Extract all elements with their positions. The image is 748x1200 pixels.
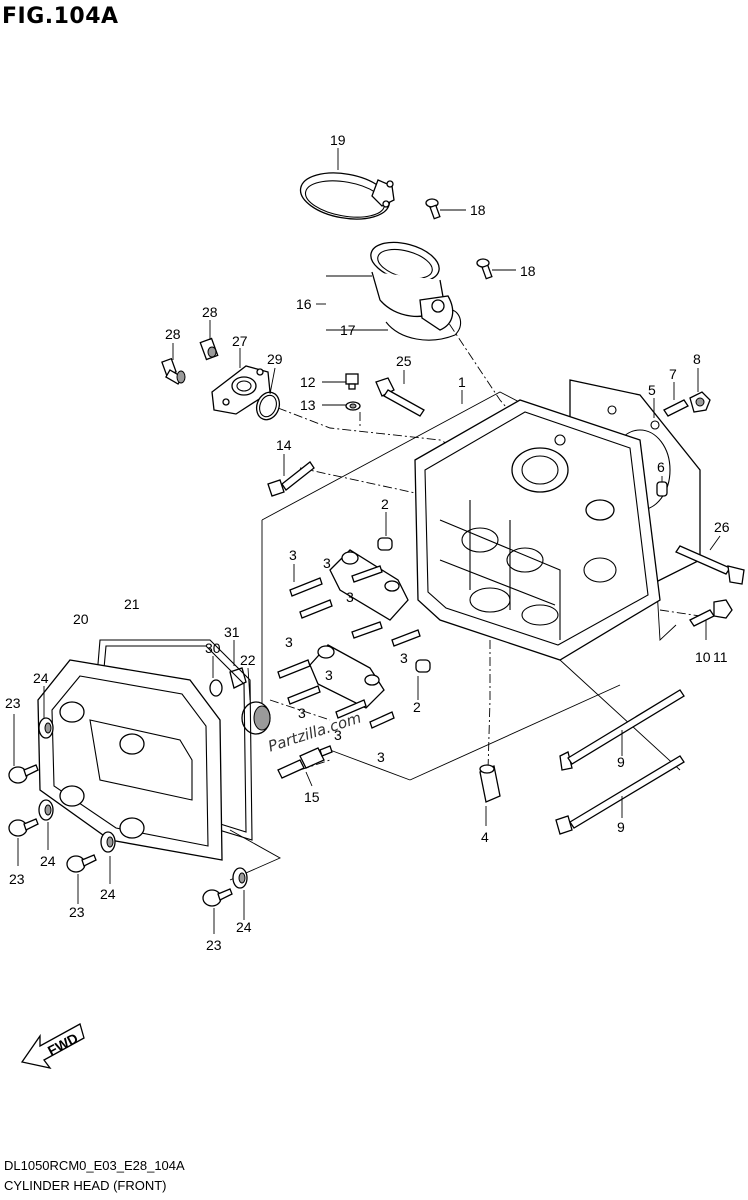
stud-bolt-9-upper [559, 689, 685, 771]
callout-17: 17 [340, 322, 356, 338]
bolt-26 [675, 545, 745, 585]
callout-19: 19 [330, 132, 346, 148]
bolt-23-b [8, 818, 39, 837]
stud-28-left [161, 357, 186, 385]
callout-1: 1 [458, 374, 466, 390]
nut-11 [713, 599, 733, 619]
callout-21: 21 [124, 596, 140, 612]
figure-code: DL1050RCM0_E03_E28_104A [4, 1158, 185, 1173]
callout-15: 15 [304, 789, 320, 805]
callout-9-lower: 9 [617, 819, 625, 835]
bolt-23-d [202, 888, 233, 907]
callout-23-b: 23 [9, 871, 25, 887]
bolt-23-a [8, 764, 39, 784]
watermark-text: Partzilla.com [266, 709, 364, 756]
callout-3-b: 3 [323, 555, 331, 571]
bolt-23-c [66, 854, 97, 873]
callout-30: 30 [205, 640, 221, 656]
spark-plug-15 [277, 745, 333, 779]
callout-3-g: 3 [298, 705, 306, 721]
callout-26: 26 [714, 519, 730, 535]
callout-6: 6 [657, 459, 665, 475]
callout-22: 22 [240, 652, 256, 668]
head-cover-20 [37, 659, 223, 861]
callout-23-c: 23 [69, 904, 85, 920]
callout-3-a: 3 [289, 547, 297, 563]
leader-lines [13, 148, 721, 934]
dowel-2-upper [377, 537, 393, 551]
grommet-24-d [232, 867, 248, 889]
cam-holder-lower [309, 644, 385, 709]
grommet-24-a [38, 717, 54, 739]
figure-title: FIG.104A [2, 4, 119, 29]
washer-30 [209, 679, 223, 697]
callout-labels: 19 18 18 16 17 28 28 27 29 25 12 13 1 5 … [5, 132, 730, 953]
callout-3-e: 3 [400, 650, 408, 666]
callout-18-lower: 18 [520, 263, 536, 279]
dowel-2-lower [415, 659, 431, 673]
bolt-7 [663, 399, 689, 417]
callout-24-c: 24 [100, 886, 116, 902]
callout-20: 20 [73, 611, 89, 627]
bolt-12 [345, 373, 359, 390]
callout-25: 25 [396, 353, 412, 369]
stud-28-right [199, 337, 219, 361]
callout-10: 10 [695, 649, 711, 665]
callout-3-d: 3 [285, 634, 293, 650]
figure-name: CYLINDER HEAD (FRONT) [4, 1178, 167, 1193]
callout-23-d: 23 [206, 937, 222, 953]
callout-29: 29 [267, 351, 283, 367]
screw-18-upper [425, 198, 441, 220]
bolt-25 [375, 377, 425, 417]
nut-8 [689, 391, 711, 413]
holder-bolts-3 [277, 565, 421, 729]
callout-9-upper: 9 [617, 754, 625, 770]
callout-5: 5 [648, 382, 656, 398]
callout-11: 11 [713, 649, 728, 665]
stud-bolt-9-lower [555, 755, 685, 835]
callout-16: 16 [296, 296, 312, 312]
plug-22 [241, 701, 271, 735]
callout-3-c: 3 [346, 589, 354, 605]
callout-23-a: 23 [5, 695, 21, 711]
callout-3-h: 3 [334, 727, 342, 743]
dowel-6 [656, 481, 668, 497]
callout-8: 8 [693, 351, 701, 367]
callout-13: 13 [300, 397, 316, 413]
callout-12: 12 [300, 374, 316, 390]
screw-18-lower [476, 258, 493, 280]
callout-2-lower: 2 [413, 699, 421, 715]
grommet-24-b [38, 799, 54, 821]
callout-7: 7 [669, 366, 677, 382]
cylinder-head-1 [414, 399, 661, 661]
bolt-10 [689, 609, 715, 627]
callout-31: 31 [224, 624, 240, 640]
intake-pipe [370, 241, 462, 341]
callout-3-f: 3 [325, 667, 333, 683]
forward-direction-arrow: FWD [20, 1023, 85, 1069]
callout-27: 27 [232, 333, 248, 349]
callout-18-upper: 18 [470, 202, 486, 218]
group-frame-lines [229, 391, 681, 881]
callout-14: 14 [276, 437, 292, 453]
bolt-14 [267, 461, 315, 497]
callout-24-a: 24 [33, 670, 49, 686]
grommet-24-c [100, 831, 116, 853]
callout-24-b: 24 [40, 853, 56, 869]
callout-2-upper: 2 [381, 496, 389, 512]
dowel-4 [479, 764, 501, 803]
callout-28-right: 28 [202, 304, 218, 320]
cam-holder-upper [329, 549, 409, 621]
o-ring-29 [255, 391, 281, 421]
callout-4: 4 [481, 829, 489, 845]
callout-24-d: 24 [236, 919, 252, 935]
intake-clamp [299, 172, 395, 220]
callout-28-left: 28 [165, 326, 181, 342]
washer-13 [345, 401, 361, 411]
callout-3-i: 3 [377, 749, 385, 765]
